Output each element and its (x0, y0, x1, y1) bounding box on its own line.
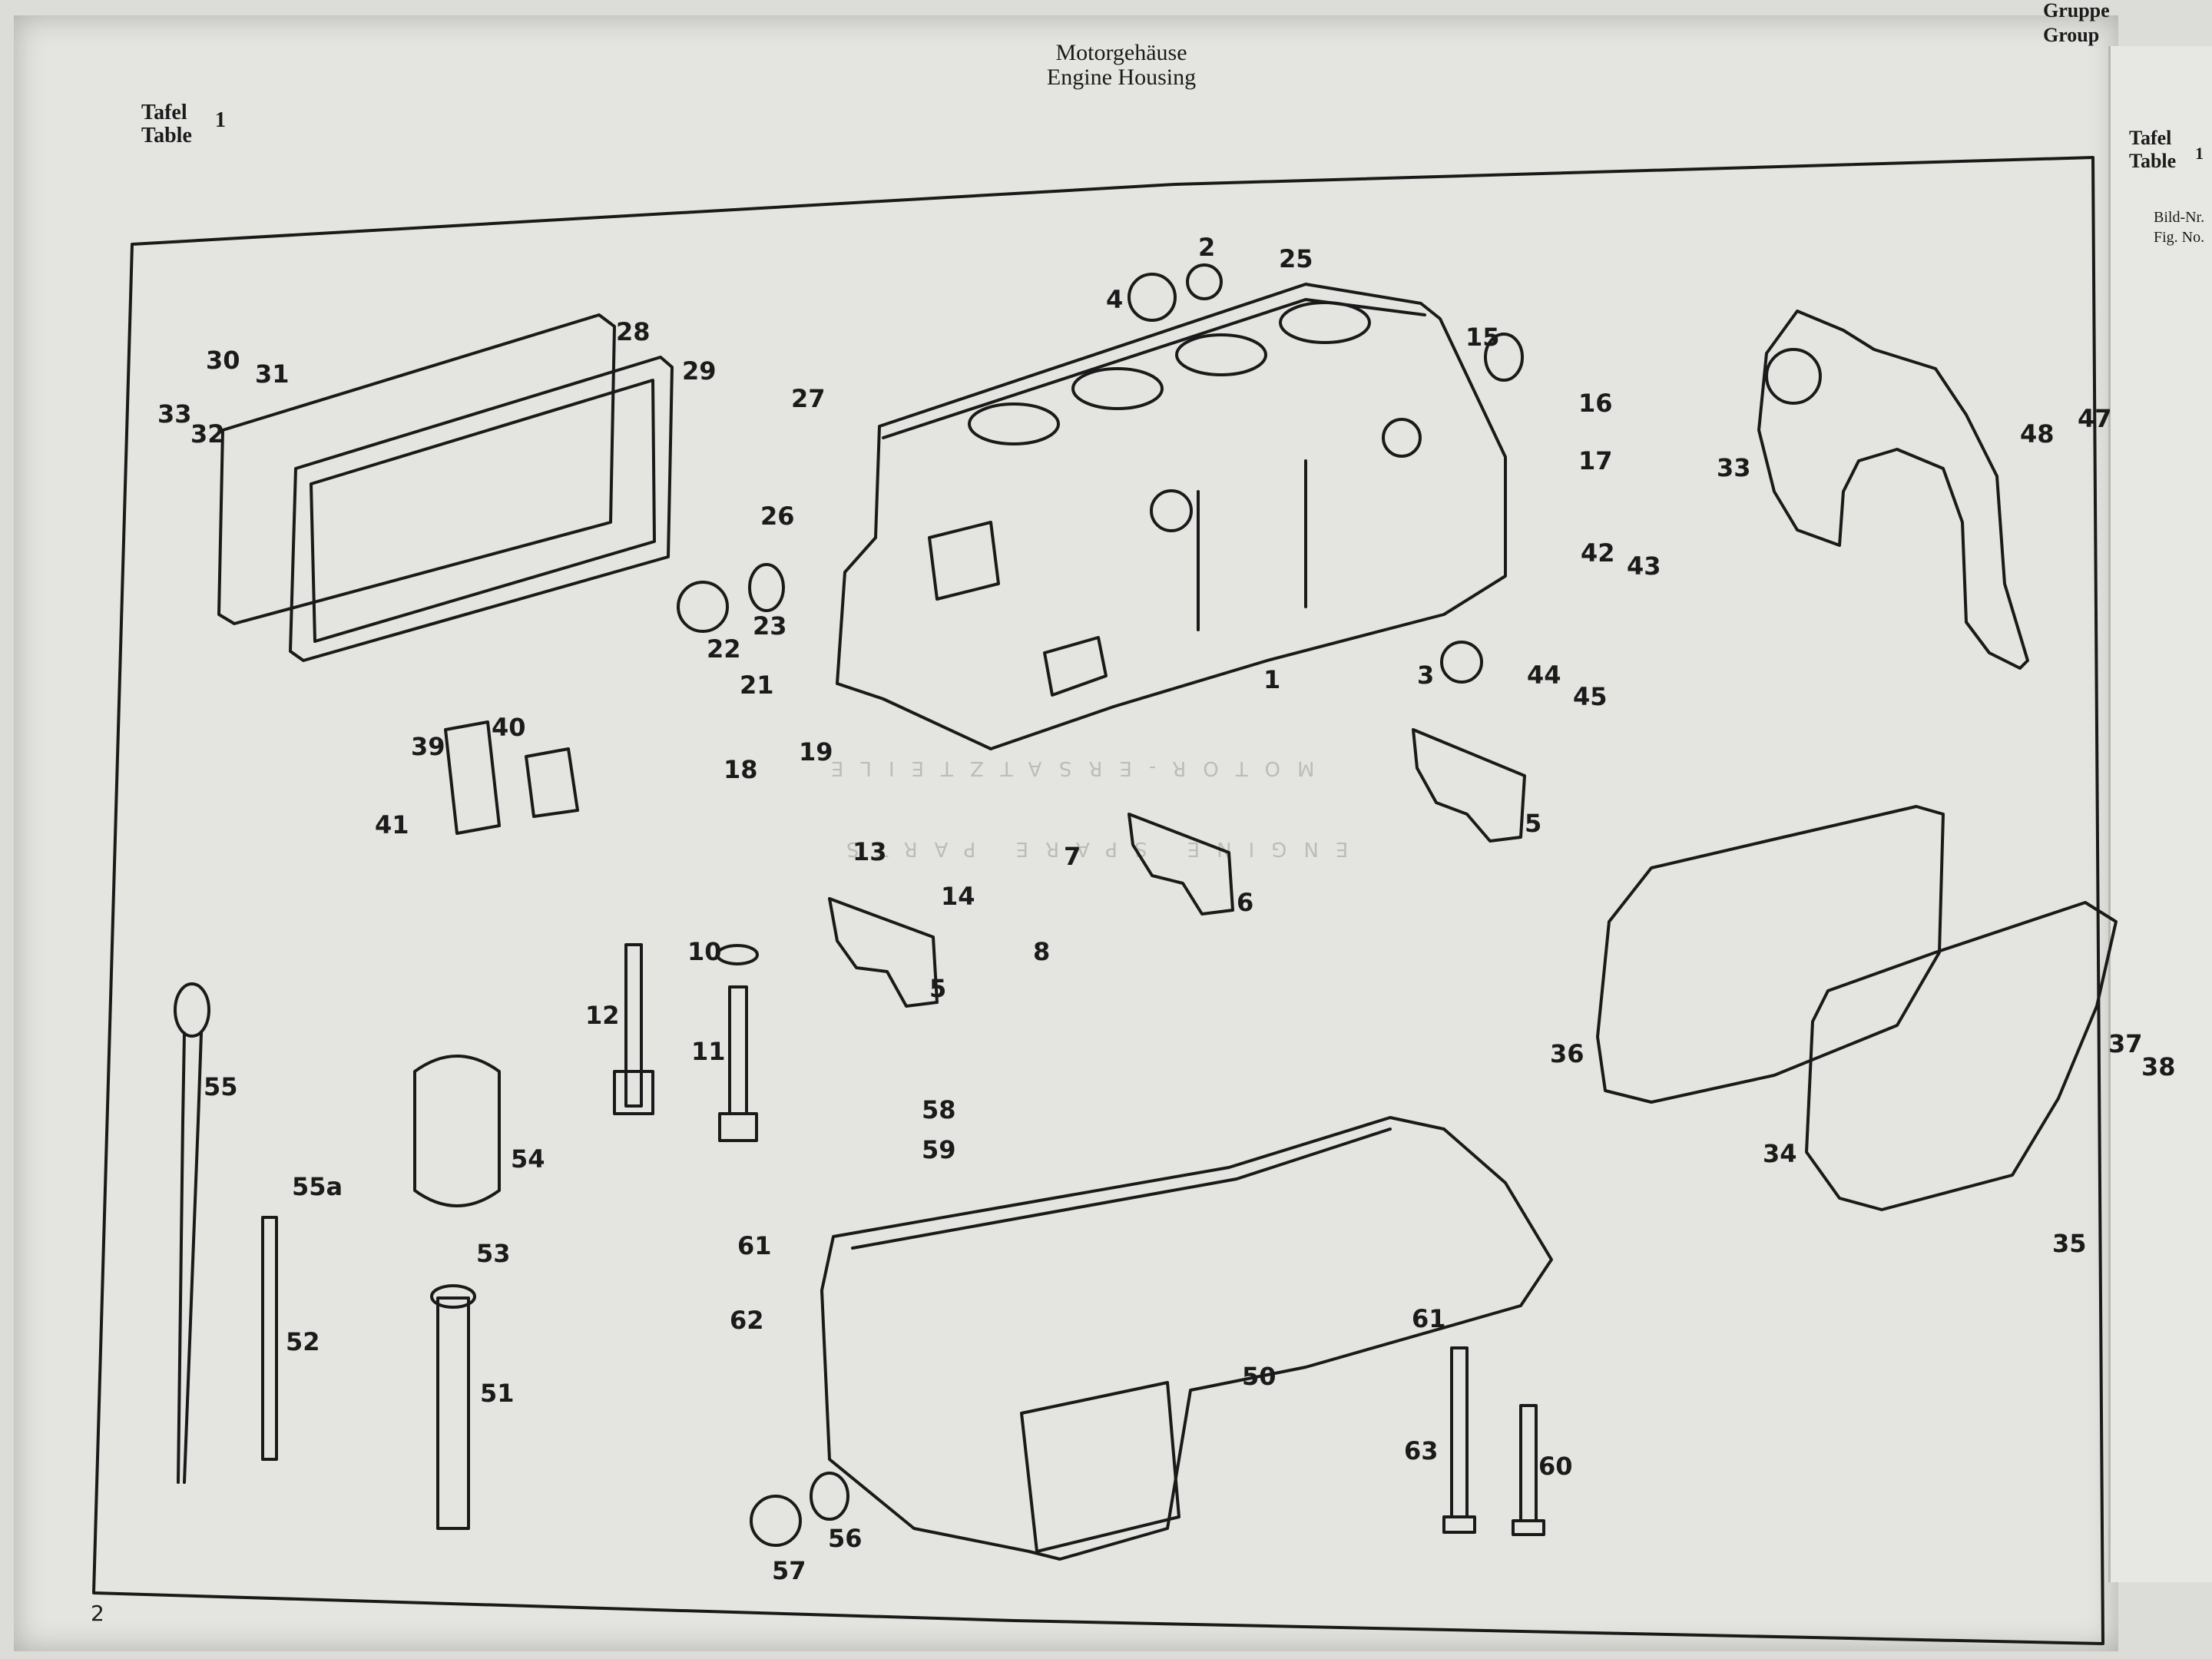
tafel-label: Tafel (141, 101, 187, 124)
side-cover-gasket (1596, 805, 1945, 1104)
part-29: 29 (682, 356, 717, 386)
part-18: 18 (724, 755, 758, 784)
part-26: 26 (760, 502, 795, 531)
part-35: 35 (2052, 1229, 2087, 1258)
group-label: Group (2043, 24, 2100, 46)
part-37: 37 (2108, 1029, 2143, 1058)
oil-cover-plate (217, 313, 616, 625)
part-17: 17 (1578, 446, 1613, 475)
part-50: 50 (1242, 1362, 1277, 1391)
oil-cover-gasket (289, 356, 674, 662)
part-52: 52 (286, 1327, 320, 1356)
part-33-bolt: 33 (157, 399, 192, 429)
part-45: 45 (1573, 682, 1608, 711)
part-55a: 55a (292, 1172, 343, 1201)
part-54: 54 (511, 1144, 545, 1174)
part-25: 25 (1279, 244, 1313, 273)
part-23: 23 (753, 611, 787, 641)
part-48: 48 (2020, 419, 2055, 449)
gruppe-label: Gruppe (2043, 0, 2110, 22)
part-43: 43 (1627, 551, 1661, 581)
tafel-number: 1 (215, 108, 226, 132)
part-28: 28 (616, 317, 651, 346)
part-57: 57 (772, 1556, 806, 1585)
part-58: 58 (922, 1095, 956, 1124)
part-1: 1 (1263, 665, 1281, 694)
side-cover (1805, 901, 2118, 1211)
part-41: 41 (375, 810, 409, 839)
part-16: 16 (1578, 389, 1613, 418)
part-63: 63 (1404, 1436, 1439, 1465)
part-31: 31 (255, 359, 290, 389)
part-44: 44 (1527, 661, 1561, 690)
part-10: 10 (687, 937, 722, 966)
part-7: 7 (1064, 842, 1081, 871)
part-62: 62 (730, 1306, 764, 1335)
right-table-label: Table (2129, 150, 2177, 172)
bild-nr-label: Bild-Nr. (2154, 209, 2205, 226)
part-14: 14 (941, 882, 975, 911)
part-34: 34 (1763, 1139, 1797, 1168)
page-number: 2 (91, 1601, 104, 1626)
part-33-plate: 33 (1717, 453, 1751, 482)
part-4: 4 (1106, 285, 1124, 314)
part-36: 36 (1550, 1039, 1584, 1068)
part-22: 22 (707, 634, 741, 664)
right-tafel-label: Tafel (2129, 127, 2172, 149)
part-56: 56 (828, 1524, 863, 1553)
right-tafel-number: 1 (2195, 144, 2204, 163)
part-42: 42 (1581, 538, 1615, 568)
part-38: 38 (2141, 1052, 2176, 1081)
title-english: Engine Housing (1046, 65, 1197, 90)
part-61-right: 61 (1412, 1304, 1446, 1333)
part-30: 30 (206, 346, 240, 375)
part-55: 55 (204, 1072, 238, 1101)
frame-border (92, 156, 2104, 1645)
part-59: 59 (922, 1135, 956, 1164)
part-19: 19 (799, 737, 833, 767)
facing-page (2108, 46, 2212, 1582)
part-8: 8 (1033, 937, 1051, 966)
part-40: 40 (492, 713, 526, 742)
part-3: 3 (1417, 661, 1435, 690)
part-15: 15 (1465, 323, 1500, 352)
part-61-left: 61 (737, 1231, 772, 1260)
table-label: Table (141, 124, 192, 147)
title-german: Motorgehäuse (1055, 40, 1187, 65)
part-21: 21 (740, 671, 774, 700)
part-32: 32 (190, 419, 225, 449)
part-2: 2 (1198, 233, 1216, 262)
part-11: 11 (691, 1037, 726, 1066)
part-60: 60 (1538, 1452, 1573, 1481)
rear-plate (1757, 310, 2029, 670)
part-51: 51 (480, 1379, 515, 1408)
engine-block (836, 283, 1507, 750)
fig-no-label: Fig. No. (2154, 229, 2205, 246)
part-12: 12 (585, 1001, 620, 1030)
oil-pan (820, 1116, 1553, 1561)
part-13: 13 (853, 837, 887, 866)
part-27: 27 (791, 384, 826, 413)
part-6: 6 (1237, 888, 1254, 917)
part-47: 47 (2078, 404, 2112, 433)
part-53: 53 (476, 1239, 511, 1268)
part-39: 39 (411, 732, 445, 761)
part-5-lower: 5 (929, 974, 947, 1003)
part-5-upper: 5 (1525, 809, 1542, 838)
paper-sheet (14, 15, 2118, 1651)
